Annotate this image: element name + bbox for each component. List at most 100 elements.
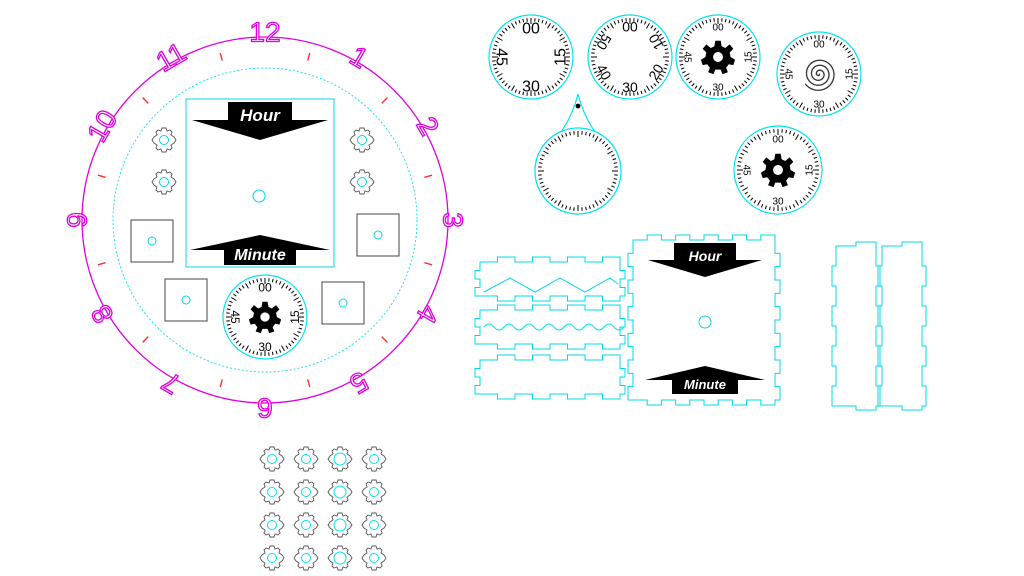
dial-tick [299,308,304,311]
hour-tick [142,336,149,343]
panel-side-right [877,241,927,411]
dial-outline [675,14,761,100]
dial-tick [845,47,849,51]
gear-hole [267,553,277,563]
dial-tick [591,48,596,51]
dial-number: 15 [288,310,302,324]
dial-tick [541,19,544,24]
wave-line [483,323,625,331]
dial-tick [650,85,654,89]
dial-tick [688,30,692,34]
dial-tick [495,70,499,74]
dial-tick [698,22,702,29]
panel-plain [474,354,626,400]
dial-tick [564,67,569,70]
dial-tick [563,40,567,44]
dial-tick [492,48,497,51]
dial-tick [806,107,809,112]
dial-tick [592,67,597,70]
dial-tick [229,300,233,304]
dial-tick [686,33,690,37]
dial-number: 00 [622,19,638,35]
dial-tick [852,84,857,87]
dial-tick [808,145,812,149]
dial-outline [488,14,574,100]
dial-outline [733,125,823,215]
dial-tick [802,106,806,110]
dial-tick [746,77,750,81]
panel-front-window [627,234,781,406]
hour-tick [424,174,433,178]
dial-tick [496,37,503,41]
dial-tick [559,73,566,77]
dial-tick [496,73,503,77]
gear-icon [259,446,285,472]
dial-tick [851,87,855,91]
dial-tick [557,30,561,34]
dial-tick [227,304,232,307]
dial-tick [544,21,548,25]
dial-tick [709,18,712,23]
dial-tick [495,40,499,44]
dial-tick [789,130,792,135]
dial-tick [507,25,511,29]
dial-tick [783,87,787,91]
dial-tick [740,152,744,156]
dial-tick [621,91,624,96]
dial-tick [789,205,792,210]
dial-tick [248,281,252,285]
front-hour-label: Hour [689,248,723,264]
dial-tick [297,300,301,304]
hour-tick [381,97,388,104]
dial-outline [222,274,308,360]
hour-tick [307,52,311,61]
hour-tick [97,174,106,178]
dial-tick [781,61,786,64]
dial-tick [662,40,666,44]
gear-hole [301,487,311,497]
dial-tick [728,90,731,95]
pointer-dot [575,103,581,109]
dial-tick [792,100,796,104]
dial-tick [688,80,692,84]
dial-tick [744,30,748,34]
dial-tick [507,85,511,89]
dial-tick [245,345,249,352]
dial-tick [285,345,289,349]
dial-tick [595,37,602,41]
dial-tick [737,160,742,163]
hour-numeral: 12 [249,17,280,48]
dial-tick [245,282,249,289]
dial-tick [795,42,799,46]
dial-tick [640,19,643,24]
dial-tick [750,139,754,143]
dial-tick [564,44,569,47]
dial-tick [238,343,242,347]
dial-tick [646,85,650,92]
dial-tick [738,181,743,184]
small-gear-right-1 [349,127,375,153]
dial-tick [799,200,803,204]
dial-tick [780,80,785,83]
dial-tick [235,340,239,344]
dial-tick [750,40,754,44]
dial-number: 00 [258,280,272,294]
dial-tick [557,80,561,84]
dial-tick [299,323,304,326]
dial-tick [751,67,756,70]
hour-tick [97,262,106,266]
gear-icon [293,545,319,571]
small-gear-right-2 [349,169,375,195]
dial-tick [511,22,515,29]
dial-tick [293,337,297,341]
dial-tick [751,44,756,47]
dial-tick [808,187,814,191]
dial-tick [799,102,803,109]
gear-icon [327,446,353,472]
dial-tick [839,102,843,106]
spiral-icon [804,59,835,91]
dial-tick [802,139,806,143]
